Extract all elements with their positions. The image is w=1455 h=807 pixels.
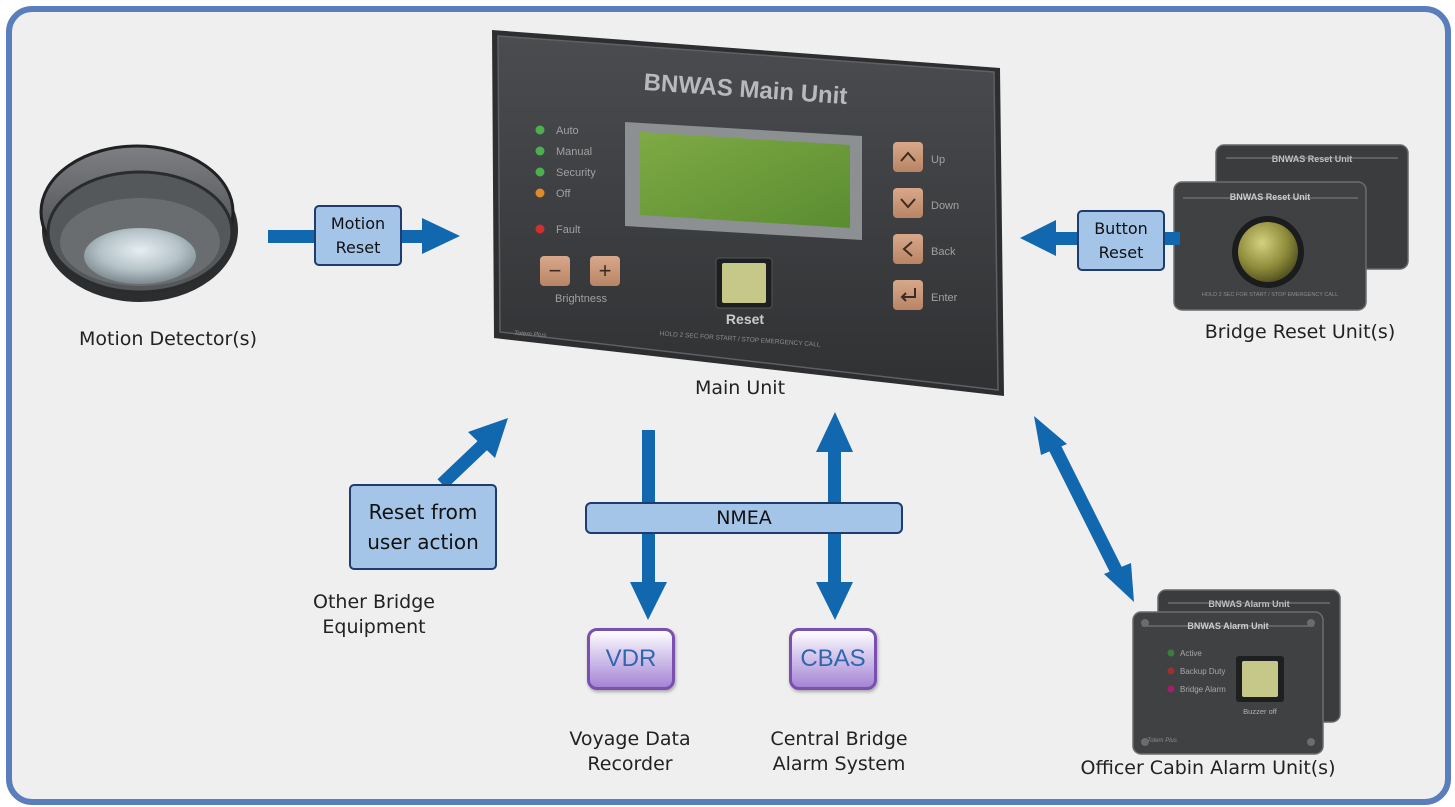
button-arrow-head	[1020, 220, 1056, 256]
nav-down-button[interactable]	[893, 188, 923, 218]
nav-down-icon	[900, 198, 916, 209]
nav-up-button[interactable]	[893, 142, 923, 172]
user-action-label-box: Reset from user action	[349, 484, 497, 570]
fault-led	[535, 224, 545, 234]
nav-enter-label: Enter	[931, 292, 958, 304]
cabin-led	[1167, 667, 1175, 675]
motion-reset-line-2: Reset	[335, 238, 381, 257]
cbas-caption-line-2: Alarm System	[772, 753, 906, 775]
cabin-alarm-front-title: BNWAS Alarm Unit	[1187, 621, 1268, 631]
other-equipment-arrow-shaft	[437, 439, 489, 489]
button-reset-line-1: Button	[1094, 219, 1148, 238]
vdr-caption-line-2: Recorder	[587, 753, 673, 775]
status-led-auto	[535, 125, 545, 135]
nmea-label: NMEA	[716, 507, 772, 529]
button-reset-label-box: Button Reset	[1077, 210, 1165, 271]
motion-reset-label-box: Motion Reset	[314, 205, 402, 266]
status-led-security	[535, 167, 545, 177]
nav-back-icon	[902, 241, 913, 257]
main-unit-device: BNWAS Main Unit AutoManualSecurityOffFau…	[492, 30, 1004, 396]
brightness-plus-button[interactable]	[590, 256, 620, 286]
vdr-caption: Voyage Data Recorder	[560, 727, 700, 777]
cabin-alarm-device: BNWAS Alarm Unit BNWAS Alarm Unit Active…	[1132, 589, 1341, 755]
user-action-line-2: user action	[367, 530, 479, 554]
status-led-label: Auto	[556, 125, 579, 137]
motion-reset-line-1: Motion	[330, 214, 386, 233]
cbas-caption-line-1: Central Bridge	[770, 728, 908, 750]
cabin-led	[1167, 685, 1175, 693]
other-equipment-line-2: Equipment	[322, 616, 426, 638]
buzzer-off-button[interactable]	[1242, 661, 1278, 697]
user-action-line-1: Reset from	[368, 500, 478, 524]
cbas-down-arrow-head	[816, 582, 853, 620]
cabin-alarm-rear-title: BNWAS Alarm Unit	[1208, 599, 1289, 609]
cbas-caption: Central Bridge Alarm System	[764, 727, 914, 777]
cabin-led-label: Bridge Alarm	[1180, 685, 1226, 694]
status-led-label: Manual	[556, 146, 592, 158]
status-led-off	[535, 188, 545, 198]
brightness-label: Brightness	[555, 293, 607, 305]
other-equipment-caption: Other Bridge Equipment	[304, 590, 444, 640]
buzzer-off-label: Buzzer off	[1243, 707, 1278, 716]
status-led-label: Security	[556, 167, 596, 179]
motion-detector-caption: Motion Detector(s)	[79, 328, 257, 350]
other-equipment-arrow-head	[468, 418, 508, 458]
brightness-minus-symbol: −	[549, 258, 562, 283]
fault-led-label: Fault	[556, 224, 580, 236]
cabin-arrow-shaft	[1047, 441, 1124, 577]
main-unit-caption: Main Unit	[694, 377, 786, 399]
cbas-button-label: CBAS	[800, 645, 866, 672]
bridge-reset-device: BNWAS Reset Unit BNWAS Reset Unit HOLD 2…	[1173, 144, 1409, 311]
vdr-caption-line-1: Voyage Data	[569, 728, 691, 750]
vdr-button[interactable]: VDR	[587, 628, 675, 690]
nav-enter-button[interactable]	[893, 280, 923, 310]
bridge-reset-rear-title: BNWAS Reset Unit	[1272, 154, 1353, 164]
cabin-alarm-brand: Totem Plus	[1147, 738, 1177, 744]
cabin-led-label: Backup Duty	[1180, 667, 1225, 676]
motion-arrow-head	[422, 218, 460, 254]
diagonal-arrows	[437, 416, 1134, 602]
cbas-button[interactable]: CBAS	[789, 628, 877, 690]
bridge-reset-footer: HOLD 2 SEC FOR START / STOP EMERGENCY CA…	[1202, 292, 1338, 298]
cabin-led-label: Active	[1180, 649, 1202, 658]
motion-detector-device	[39, 144, 238, 302]
nav-back-label: Back	[931, 246, 956, 258]
bridge-reset-front-title: BNWAS Reset Unit	[1230, 192, 1311, 202]
brightness-minus-button[interactable]	[540, 256, 570, 286]
nav-back-button[interactable]	[893, 234, 923, 264]
vdr-arrow-head	[630, 582, 667, 620]
main-reset-label: Reset	[726, 311, 764, 327]
button-reset-line-2: Reset	[1098, 243, 1144, 262]
cabin-arrow-head-top	[1034, 416, 1067, 455]
nav-down-label: Down	[931, 200, 959, 212]
bridge-reset-caption: Bridge Reset Unit(s)	[1204, 321, 1396, 343]
nav-enter-icon	[900, 288, 916, 302]
main-unit-brand: Totem Plus	[514, 330, 547, 339]
lcd-display	[640, 132, 850, 228]
cabin-alarm-caption: Officer Cabin Alarm Unit(s)	[1080, 757, 1336, 779]
brightness-plus-symbol: +	[599, 258, 612, 283]
cabin-led	[1167, 649, 1175, 657]
nmea-bus: NMEA	[585, 502, 903, 534]
main-reset-button[interactable]	[722, 263, 766, 303]
other-equipment-line-1: Other Bridge	[313, 591, 435, 613]
status-led-manual	[535, 146, 545, 156]
status-led-label: Off	[556, 188, 571, 200]
cbas-up-arrow-head	[816, 412, 853, 452]
bridge-reset-knob[interactable]	[1238, 222, 1298, 282]
vdr-button-label: VDR	[605, 645, 657, 672]
nav-up-label: Up	[931, 154, 945, 166]
nav-up-icon	[900, 151, 916, 162]
cabin-arrow-head-bottom	[1104, 563, 1134, 602]
